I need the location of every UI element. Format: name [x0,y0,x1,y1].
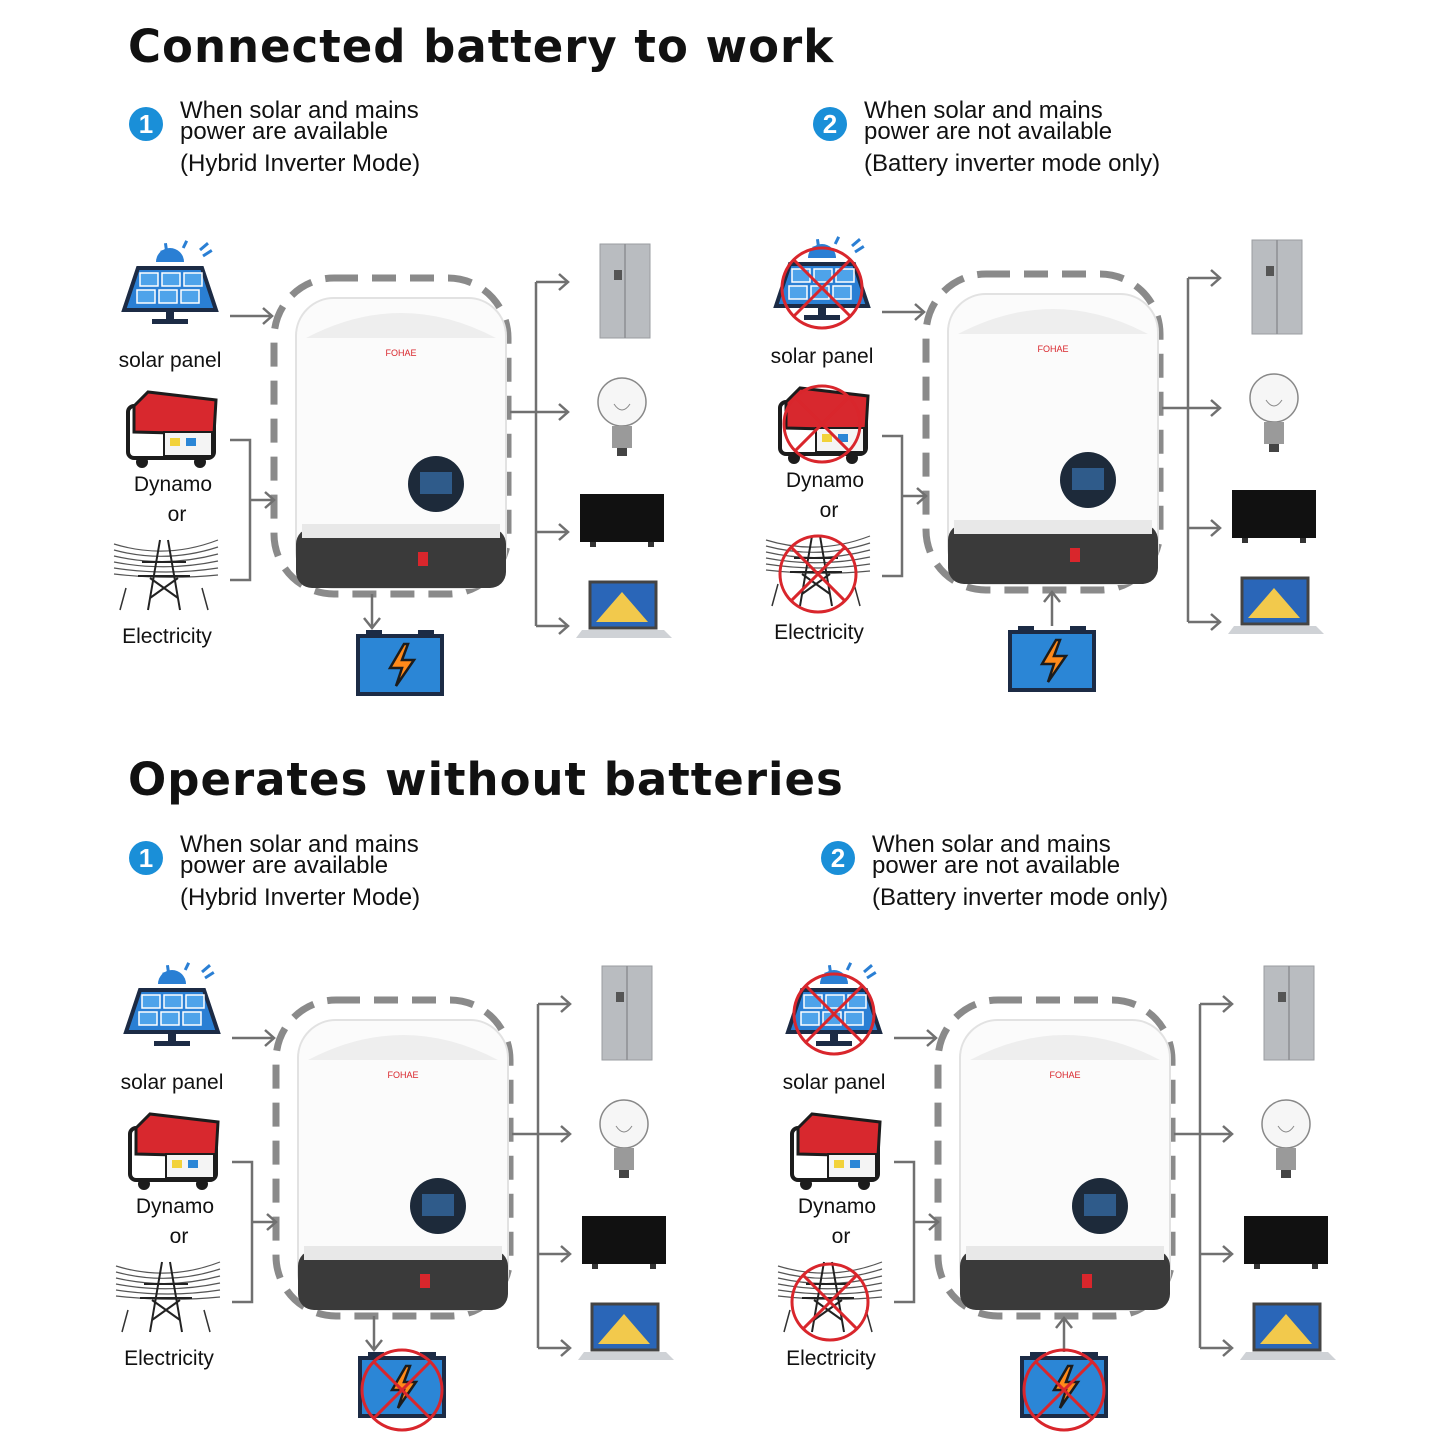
battery-icon [358,1352,446,1418]
solar-panel-icon [123,962,221,1046]
electricity-label: Electricity [124,1347,214,1370]
electricity-label: Electricity [122,625,212,648]
light-bulb-icon [1249,373,1299,452]
solar-panel-icon [773,236,871,320]
inverter-icon: FOHAE [959,1019,1171,1311]
dynamo-label: Dynamo [797,1195,877,1218]
tv-icon [1232,490,1316,543]
svg-text:FOHAE: FOHAE [1037,344,1068,354]
dynamo-label: Dynamo [133,473,213,496]
svg-text:FOHAE: FOHAE [385,348,416,358]
light-bulb-icon [597,377,647,456]
inverter-icon: FOHAE [947,293,1159,585]
svg-text:FOHAE: FOHAE [1049,1070,1080,1080]
scenario-line2: power are not available [864,118,1113,145]
svg-text:2: 2 [823,109,837,139]
solar-panel-label: solar panel [770,345,874,368]
generator-icon [128,1112,220,1190]
power-tower-icon [113,539,219,611]
light-bulb-icon [599,1099,649,1178]
or-label: or [831,1225,851,1248]
dynamo-label: Dynamo [135,1195,215,1218]
battery-icon [1008,626,1096,692]
solar-panel-label: solar panel [120,1071,224,1094]
laptop-icon [1240,1302,1336,1360]
laptop-icon [576,580,672,638]
scenario-mode: (Battery inverter mode only) [864,150,1161,177]
battery-icon [1020,1352,1108,1418]
electricity-label: Electricity [786,1347,876,1370]
scenario-line2: power are available [180,852,389,879]
power-tower-icon [777,1261,883,1333]
laptop-icon [578,1302,674,1360]
scenario-line2: power are available [180,118,389,145]
scenario-mode: (Hybrid Inverter Mode) [180,150,421,177]
svg-text:2: 2 [831,843,845,873]
power-tower-icon [115,1261,221,1333]
dynamo-label: Dynamo [785,469,865,492]
diagram-panel-3: FOHAE [115,962,674,1432]
tv-icon [580,494,664,547]
generator-icon [790,1112,882,1190]
svg-text:1: 1 [139,843,153,873]
or-label: or [167,503,187,526]
scenario-mode: (Battery inverter mode only) [872,884,1169,911]
solar-panel-label: solar panel [782,1071,886,1094]
inverter-icon: FOHAE [295,297,507,589]
laptop-icon [1228,576,1324,634]
solar-panel-label: solar panel [118,349,222,372]
scenario-line1: When solar and mains [180,97,419,124]
tv-icon [1244,1216,1328,1269]
light-bulb-icon [1261,1099,1311,1178]
number-two-icon: 2 [821,841,855,875]
number-one-icon: 1 [129,107,163,141]
section-title-no-battery: Operates without batteries [128,753,844,806]
or-label: or [819,499,839,522]
number-two-icon: 2 [813,107,847,141]
section-title-battery: Connected battery to work [128,20,835,73]
scenario-line2: power are not available [872,852,1121,879]
electricity-label: Electricity [774,621,864,644]
diagram-panel-2: FOHAE [765,236,1324,692]
svg-text:1: 1 [139,109,153,139]
generator-icon [126,390,218,468]
fridge-icon [1263,965,1315,1061]
scenario-line1: When solar and mains [180,831,419,858]
diagram-panel-4: FOHAE [777,962,1336,1432]
scenario-line1: When solar and mains [864,97,1103,124]
scenario-line1: When solar and mains [872,831,1111,858]
or-label: or [169,1225,189,1248]
diagram-panel-1: FOHAE [113,240,672,696]
fridge-icon [1251,239,1303,335]
inverter-icon: FOHAE [297,1019,509,1311]
fridge-icon [601,965,653,1061]
scenario-mode: (Hybrid Inverter Mode) [180,884,421,911]
number-one-icon: 1 [129,841,163,875]
tv-icon [582,1216,666,1269]
fridge-icon [599,243,651,339]
battery-icon [356,630,444,696]
solar-panel-icon [121,240,219,324]
svg-text:FOHAE: FOHAE [387,1070,418,1080]
